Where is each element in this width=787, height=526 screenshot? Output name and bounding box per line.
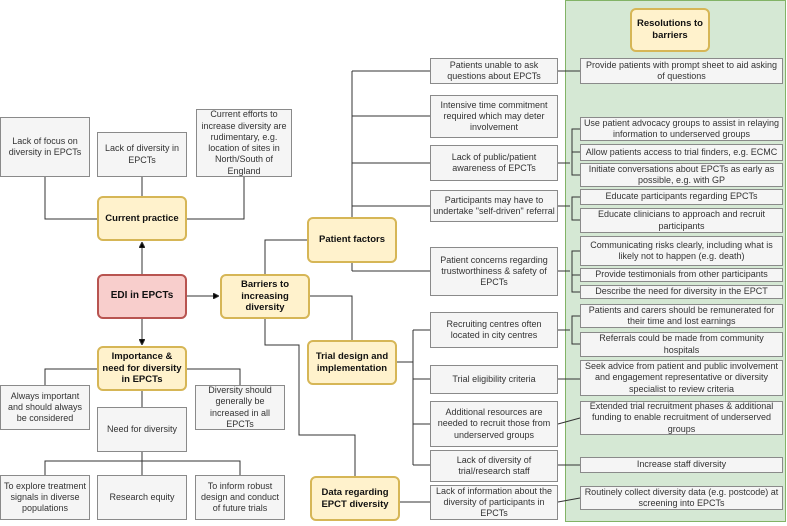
barriers-node: Barriers to increasing diversity: [220, 274, 310, 319]
current-item: Current efforts to increase diversity ar…: [196, 109, 292, 177]
resolution-item: Provide testimonials from other particip…: [580, 268, 783, 282]
importance-node: Importance & need for diversity in EPCTs: [97, 346, 187, 391]
barrier-item: Trial eligibility criteria: [430, 365, 558, 394]
resolution-item: Provide patients with prompt sheet to ai…: [580, 58, 783, 84]
resolution-item: Communicating risks clearly, including w…: [580, 236, 783, 266]
resolution-item: Educate participants regarding EPCTs: [580, 189, 783, 205]
resolution-item: Extended trial recruitment phases & addi…: [580, 401, 783, 435]
barrier-item: Lack of diversity of trial/research staf…: [430, 450, 558, 482]
barrier-item: Additional resources are needed to recru…: [430, 401, 558, 447]
barrier-item: Lack of information about the diversity …: [430, 485, 558, 520]
barrier-item: Recruiting centres often located in city…: [430, 312, 558, 348]
resolution-item: Patients and carers should be remunerate…: [580, 304, 783, 328]
current-practice-node: Current practice: [97, 196, 187, 241]
patient-factors-node: Patient factors: [307, 217, 397, 263]
resolution-item: Educate clinicians to approach and recru…: [580, 208, 783, 233]
importance-item: Diversity should generally be increased …: [195, 385, 285, 430]
barrier-item: Lack of public/patient awareness of EPCT…: [430, 145, 558, 181]
resolution-item: Describe the need for diversity in the E…: [580, 285, 783, 299]
barrier-item: Patient concerns regarding trustworthine…: [430, 247, 558, 296]
need-item: To explore treatment signals in diverse …: [0, 475, 90, 520]
data-node: Data regarding EPCT diversity: [310, 476, 400, 521]
importance-item: Always important and should always be co…: [0, 385, 90, 430]
barrier-item: Patients unable to ask questions about E…: [430, 58, 558, 84]
need-item: To inform robust design and conduct of f…: [195, 475, 285, 520]
need-item: Research equity: [97, 475, 187, 520]
current-item: Lack of focus on diversity in EPCTs: [0, 117, 90, 177]
resolution-item: Referrals could be made from community h…: [580, 332, 783, 357]
need-node: Need for diversity: [97, 407, 187, 452]
barrier-item: Intensive time commitment required which…: [430, 95, 558, 138]
resolution-item: Increase staff diversity: [580, 457, 783, 473]
resolution-item: Use patient advocacy groups to assist in…: [580, 117, 783, 141]
resolution-item: Initiate conversations about EPCTs as ea…: [580, 163, 783, 187]
resolution-item: Routinely collect diversity data (e.g. p…: [580, 486, 783, 510]
edi-center-node: EDI in EPCTs: [97, 274, 187, 319]
barrier-item: Participants may have to undertake "self…: [430, 190, 558, 222]
resolution-item: Allow patients access to trial finders, …: [580, 144, 783, 161]
resolution-item: Seek advice from patient and public invo…: [580, 360, 783, 396]
resolutions-title: Resolutions to barriers: [630, 8, 710, 52]
trial-design-node: Trial design and implementation: [307, 340, 397, 385]
current-item: Lack of diversity in EPCTs: [97, 132, 187, 177]
